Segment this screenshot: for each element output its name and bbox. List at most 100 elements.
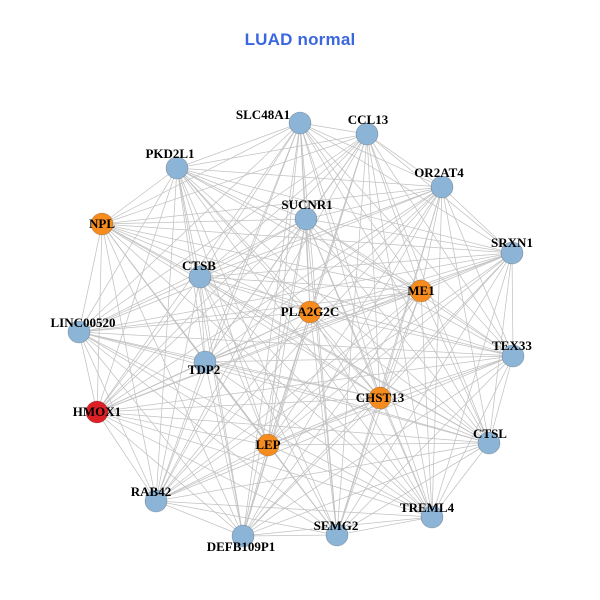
edge	[78, 290, 422, 333]
edge	[305, 218, 422, 292]
node-TREML4	[420, 505, 444, 529]
edge	[242, 218, 307, 537]
edge	[309, 186, 443, 313]
edge	[242, 133, 368, 537]
edge	[101, 223, 157, 502]
edge	[441, 186, 490, 444]
edge	[176, 167, 311, 313]
edge	[267, 290, 422, 446]
edge	[242, 534, 338, 537]
node-label-SLC48A1: SLC48A1	[236, 107, 290, 122]
edge	[305, 218, 338, 536]
edge	[176, 167, 307, 220]
edge	[155, 218, 307, 502]
edge	[155, 355, 514, 502]
node-SUCNR1	[294, 207, 318, 231]
node-PLA2G2C	[298, 300, 322, 324]
edge	[431, 442, 490, 518]
edge	[267, 444, 433, 518]
node-label-NPL: NPL	[89, 216, 115, 231]
edge	[309, 311, 514, 357]
edge	[242, 122, 301, 537]
edge	[431, 252, 513, 518]
edge	[305, 218, 514, 357]
node-RAB42	[144, 489, 168, 513]
edge	[101, 223, 244, 537]
edge	[242, 442, 490, 537]
edge	[96, 223, 103, 413]
edge	[420, 186, 443, 292]
edge	[78, 276, 201, 333]
edge	[176, 167, 206, 363]
edge	[420, 290, 514, 357]
edge	[379, 290, 422, 399]
node-label-LEP: LEP	[255, 437, 280, 452]
edge	[204, 122, 301, 363]
edge	[199, 276, 422, 292]
node-label-CCL13: CCL13	[348, 112, 389, 127]
edge	[204, 290, 422, 363]
edge	[511, 252, 514, 357]
edge	[78, 331, 269, 446]
edge	[242, 355, 514, 537]
edge	[96, 411, 433, 518]
edge	[96, 276, 201, 413]
edge	[199, 252, 513, 278]
edge	[199, 218, 307, 278]
edge	[96, 411, 338, 536]
edge	[305, 218, 433, 518]
edge	[78, 331, 514, 357]
edge	[96, 411, 490, 444]
edge	[309, 252, 513, 313]
edge	[78, 331, 381, 399]
edge	[366, 133, 422, 292]
node-SEMG2	[325, 523, 349, 547]
edge	[101, 133, 368, 225]
edge	[101, 218, 307, 225]
edge	[420, 290, 490, 444]
edge	[309, 290, 422, 313]
node-label-CTSB: CTSB	[182, 258, 216, 273]
node-label-PKD2L1: PKD2L1	[145, 146, 194, 161]
edge	[101, 223, 490, 444]
edge	[78, 167, 178, 333]
edge	[299, 122, 490, 444]
edge	[96, 411, 244, 537]
edge	[78, 223, 103, 333]
node-OR2AT4	[430, 175, 454, 199]
node-label-PLA2G2C: PLA2G2C	[281, 304, 340, 319]
edge	[242, 397, 381, 537]
edge	[199, 276, 338, 536]
edge	[78, 331, 244, 537]
edge	[379, 355, 514, 399]
edge	[305, 218, 311, 313]
edge	[155, 500, 244, 537]
node-label-SEMG2: SEMG2	[314, 518, 359, 533]
edge	[96, 411, 157, 502]
edge	[420, 290, 433, 518]
node-ME1	[409, 279, 433, 303]
edge	[155, 361, 206, 502]
edge	[176, 122, 301, 169]
edge	[155, 311, 311, 502]
edge	[267, 444, 338, 536]
edge	[78, 331, 157, 502]
edge	[155, 133, 368, 502]
edge	[441, 186, 513, 254]
node-LEP	[256, 433, 280, 457]
edge	[204, 361, 490, 444]
edge	[96, 252, 513, 413]
node-CTSL	[477, 431, 501, 455]
node-SLC48A1	[288, 111, 312, 135]
edge	[176, 167, 433, 518]
edge	[242, 444, 269, 537]
node-label-SUCNR1: SUCNR1	[281, 197, 332, 212]
edge	[101, 223, 422, 292]
edge	[309, 311, 490, 444]
node-label-ME1: ME1	[407, 283, 434, 298]
node-label-TREML4: TREML4	[400, 500, 455, 515]
edge	[336, 516, 433, 536]
edge	[336, 442, 490, 536]
